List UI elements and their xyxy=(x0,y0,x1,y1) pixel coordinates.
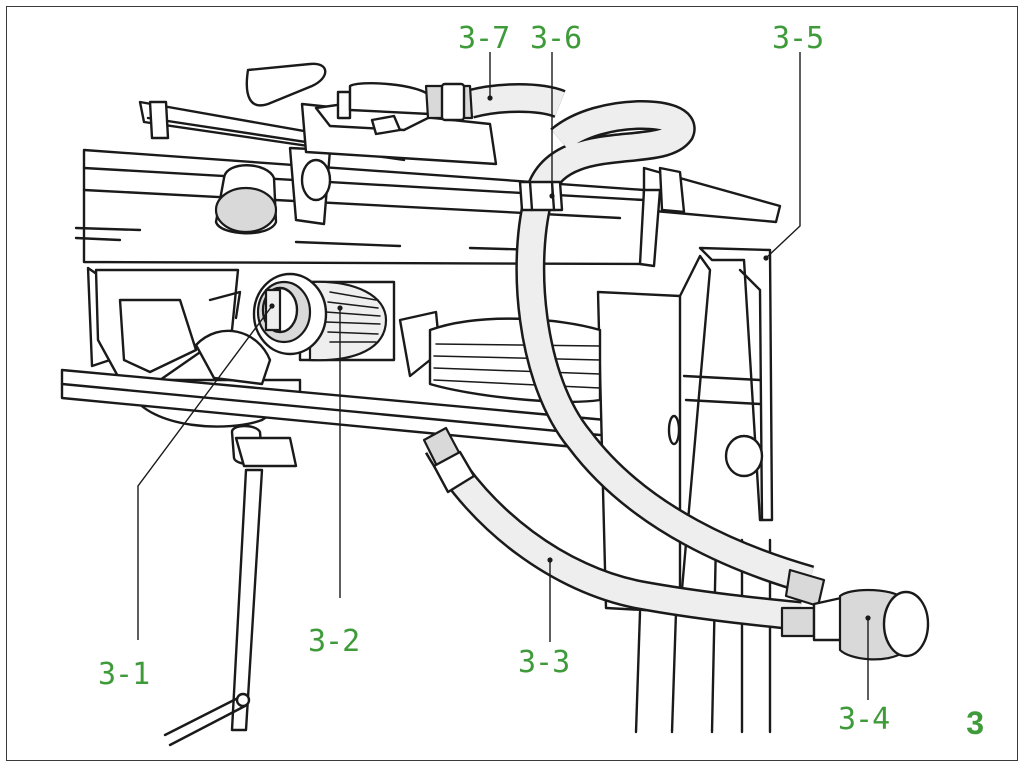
callout-3-1: 3-1 xyxy=(98,657,150,692)
blade-guard xyxy=(398,310,602,403)
right-leg-panel xyxy=(596,290,682,614)
callout-3-5: 3-5 xyxy=(772,21,824,56)
callout-3-7: 3-7 xyxy=(458,21,510,56)
callout-3-2: 3-2 xyxy=(308,624,360,659)
table-top xyxy=(74,62,646,266)
hose-3-6 xyxy=(515,100,815,595)
left-leg xyxy=(163,424,298,747)
y-connector xyxy=(780,568,930,661)
figure-number: 3 xyxy=(966,705,984,741)
saw-handle xyxy=(245,62,327,107)
callout-3-4: 3-4 xyxy=(838,702,890,737)
leader-lines xyxy=(137,52,871,700)
dust-port xyxy=(252,272,396,362)
callout-3-6: 3-6 xyxy=(530,21,582,56)
figure-border xyxy=(6,6,1018,761)
callout-3-3: 3-3 xyxy=(518,645,570,680)
hose-3-7 xyxy=(424,82,566,122)
hose-3-3 xyxy=(422,426,802,631)
hose-clip xyxy=(518,180,564,212)
